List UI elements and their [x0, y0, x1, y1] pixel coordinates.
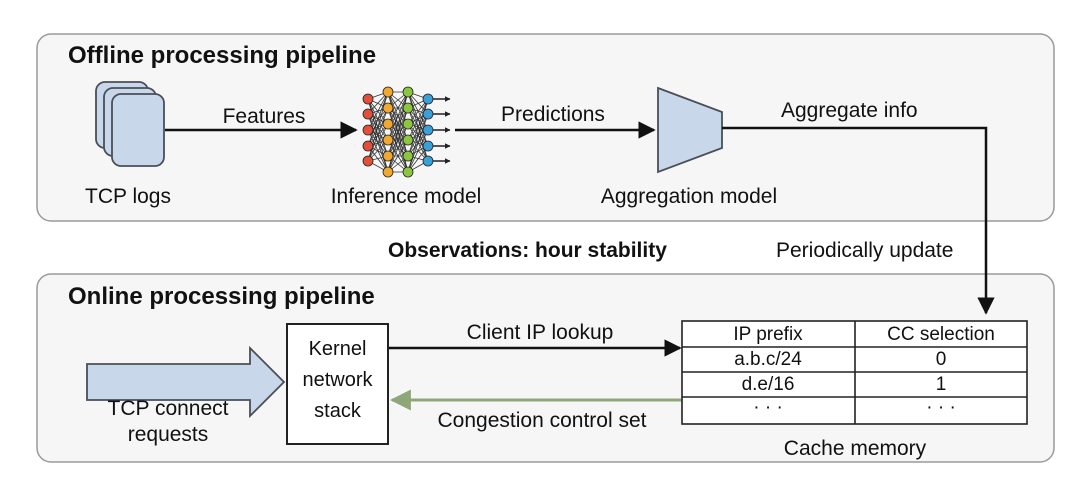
table-header-ip-prefix: IP prefix — [733, 324, 803, 345]
trapezoid-funnel-icon — [657, 86, 723, 174]
periodic-update-label: Periodically update — [776, 239, 954, 262]
table-cell-cc-2: 1 — [935, 374, 947, 395]
cache-memory-label: Cache memory — [783, 437, 927, 460]
requests-label-line1: TCP connect — [107, 397, 229, 420]
requests-label-line2: requests — [127, 423, 209, 446]
congestion-control-set-label: Congestion control set — [437, 409, 647, 432]
features-label: Features — [222, 105, 306, 128]
aggregate-info-label: Aggregate info — [781, 99, 918, 122]
kernel-label-line2: network — [302, 369, 373, 391]
observations-label: Observations: hour stability — [388, 239, 667, 262]
table-cell-prefix-3: · · · — [753, 397, 783, 418]
stacked-documents-icon — [95, 81, 165, 167]
table-header-cc-selection: CC selection — [887, 324, 995, 345]
kernel-label-line3: stack — [314, 400, 361, 422]
table-cell-cc-3: · · · — [926, 397, 956, 418]
predictions-label: Predictions — [501, 103, 605, 126]
neural-network-icon — [362, 86, 451, 178]
cache-table — [681, 320, 1028, 425]
aggregate-info-arrow — [722, 126, 995, 315]
tcp-requests-arrow — [86, 345, 286, 419]
client-ip-lookup-label: Client IP lookup — [466, 321, 614, 344]
inference-model-label: Inference model — [330, 185, 482, 208]
aggregation-model-label: Aggregation model — [600, 185, 778, 208]
online-title: Online processing pipeline — [68, 283, 375, 310]
table-cell-prefix-1: a.b.c/24 — [734, 349, 802, 370]
table-cell-cc-1: 0 — [935, 349, 947, 370]
kernel-label-line1: Kernel — [308, 338, 367, 360]
table-cell-prefix-2: d.e/16 — [741, 374, 795, 395]
offline-panel — [36, 33, 1055, 222]
tcp-logs-label: TCP logs — [85, 185, 171, 208]
kernel-network-stack: Kernel network stack — [286, 323, 389, 445]
offline-title: Offline processing pipeline — [68, 42, 377, 69]
